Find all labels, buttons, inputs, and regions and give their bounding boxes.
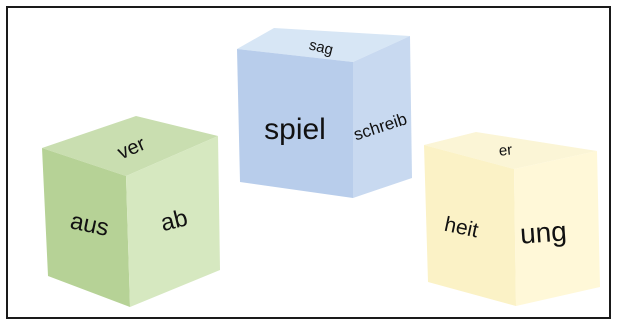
yellow-cube-right-word: ung bbox=[519, 215, 568, 249]
green-cube-top-face bbox=[42, 116, 218, 176]
blue-cube-front-face bbox=[237, 49, 353, 198]
blue-cube-right-face bbox=[353, 36, 412, 198]
word-cubes-illustration: ver aus ab sag spiel schreib er heit ung bbox=[42, 28, 600, 307]
yellow-cube-right-face bbox=[514, 151, 600, 306]
picture-frame: ver aus ab sag spiel schreib er heit ung bbox=[6, 6, 611, 319]
blue-cube: sag spiel schreib bbox=[237, 28, 412, 198]
green-cube: ver aus ab bbox=[42, 116, 220, 307]
yellow-cube: er heit ung bbox=[424, 132, 600, 306]
green-cube-right-face bbox=[126, 136, 220, 307]
blue-cube-top-word: sag bbox=[307, 36, 335, 58]
green-cube-right-word: ab bbox=[158, 204, 190, 237]
green-cube-left-face bbox=[42, 148, 130, 307]
blue-cube-top-face bbox=[237, 28, 410, 62]
blue-cube-front-word: spiel bbox=[264, 113, 326, 146]
yellow-cube-top-word: er bbox=[498, 141, 513, 159]
yellow-cube-top-face bbox=[424, 132, 597, 169]
yellow-cube-left-face bbox=[424, 145, 516, 306]
